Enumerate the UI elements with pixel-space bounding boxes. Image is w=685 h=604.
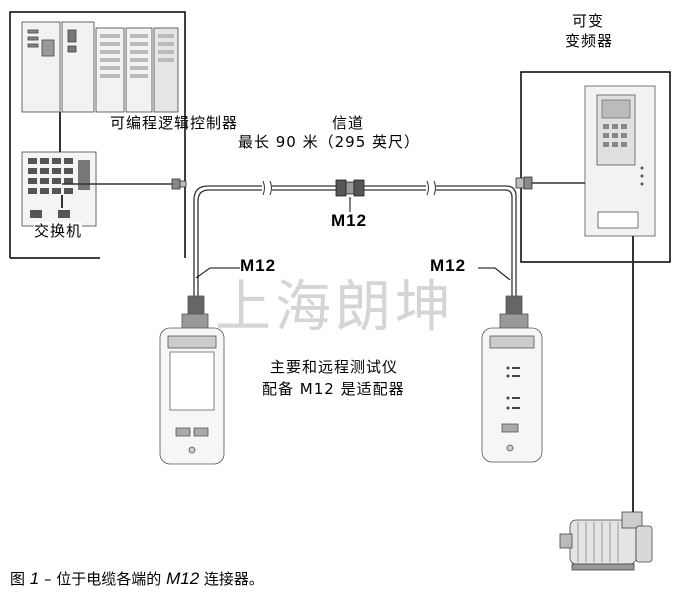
switch-label: 交换机 [34, 222, 83, 240]
caption-number: 1 [29, 569, 40, 588]
caption-dash: – [39, 570, 57, 588]
cable-break-marks [262, 180, 436, 196]
channel-label-line1: 信道 [332, 114, 365, 132]
m12-center-label: M12 [331, 211, 368, 230]
right-bulkhead-connector [515, 176, 533, 190]
figure-caption: 图 1 – 位于电缆各端的 M12 连接器。 [10, 568, 264, 589]
main-tester [159, 295, 225, 465]
motor [559, 511, 653, 571]
vfd-label-line2: 变频器 [565, 32, 614, 50]
remote-tester [481, 295, 543, 463]
left-bulkhead-connector [171, 178, 187, 190]
control-cabinet [9, 11, 186, 259]
plc-label: 可编程逻辑控制器 [110, 114, 239, 132]
m12-left-label: M12 [240, 256, 277, 275]
plc-device [21, 21, 179, 113]
vfd-device [584, 85, 656, 237]
center-m12-coupler [335, 179, 365, 197]
m12-right-label: M12 [430, 256, 467, 275]
caption-text2: 连接器。 [199, 570, 264, 588]
channel-label-line2: 最长 90 米（295 英尺） [238, 133, 421, 151]
caption-prefix: 图 [10, 570, 30, 588]
caption-text1: 位于电缆各端的 [56, 570, 167, 588]
ethernet-switch [21, 112, 97, 227]
caption-m12: M12 [166, 569, 200, 588]
adapter-note-line1: 主要和远程测试仪 [270, 358, 399, 376]
watermark: 上海朗坤 [215, 275, 455, 340]
adapter-note-line2: 配备 M12 是适配器 [262, 380, 405, 398]
vfd-label-line1: 可变 [572, 12, 605, 30]
vfd-cabinet [520, 71, 671, 263]
